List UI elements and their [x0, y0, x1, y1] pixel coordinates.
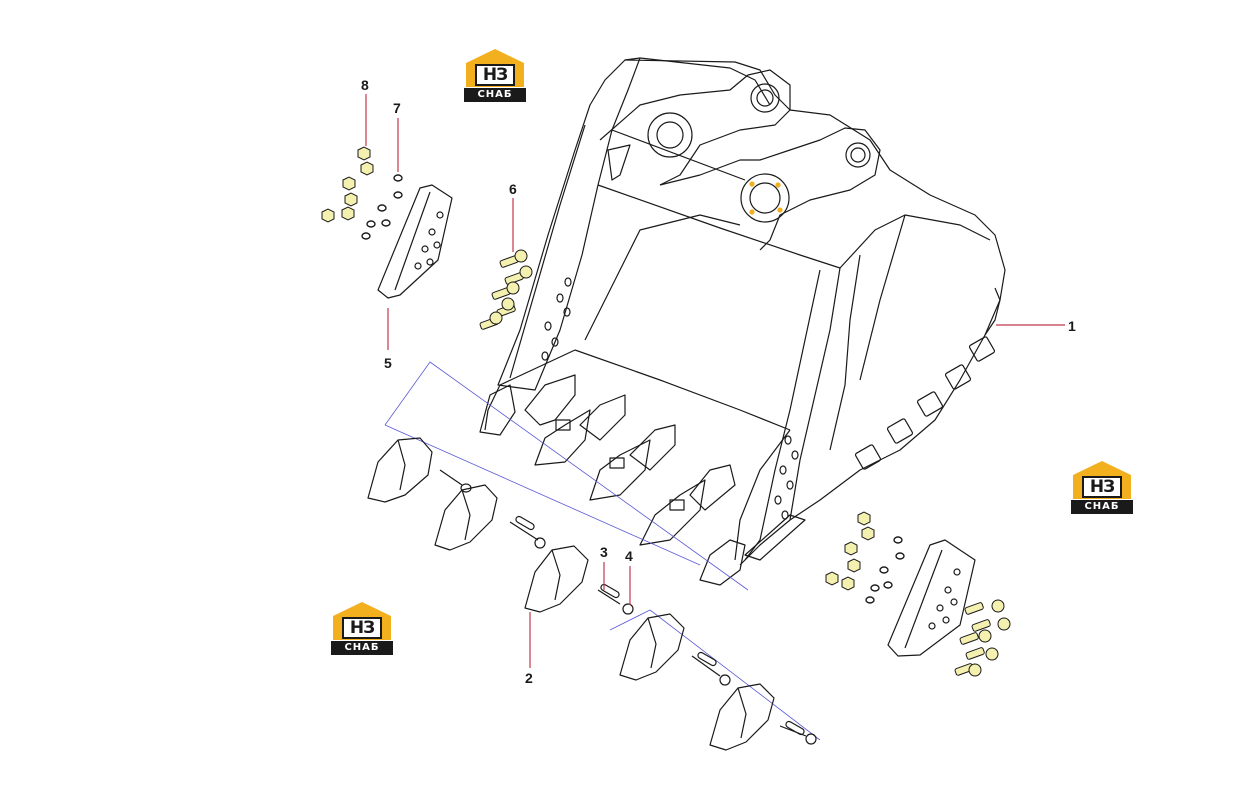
hinge-brackets — [599, 69, 881, 251]
side-cutter-left — [377, 184, 453, 299]
callout-3: 3 — [600, 544, 608, 560]
logo-wordmark: СНАБ — [464, 88, 526, 102]
callout-8: 8 — [361, 77, 369, 93]
logo-wordmark: СНАБ — [331, 641, 393, 655]
callout-4: 4 — [625, 548, 633, 564]
side-wall-holes — [541, 277, 799, 520]
bucket-body — [484, 57, 1006, 566]
watermark-logo-top: НЗ СНАБ — [464, 47, 526, 105]
leader-lines — [365, 94, 1065, 668]
callout-5: 5 — [384, 355, 392, 371]
assembly-axis-lines — [384, 361, 821, 741]
callout-6: 6 — [509, 181, 517, 197]
bucket-teeth — [367, 437, 817, 751]
right-edge-wear-segments — [854, 287, 1001, 470]
watermark-logo-left: НЗ СНАБ — [331, 600, 393, 658]
nuts-item-8 — [321, 146, 875, 591]
logo-wordmark: СНАБ — [1071, 500, 1133, 514]
callout-1: 1 — [1068, 318, 1076, 334]
logo-mark: НЗ — [475, 64, 515, 86]
logo-mark: НЗ — [1082, 476, 1122, 498]
callout-2: 2 — [525, 670, 533, 686]
bolts-item-6 — [479, 249, 1011, 677]
watermark-logo-right: НЗ СНАБ — [1071, 459, 1133, 517]
lip-adapters — [479, 374, 806, 586]
washers-item-7 — [361, 174, 905, 604]
logo-mark: НЗ — [342, 617, 382, 639]
side-cutter-right — [887, 539, 976, 657]
callout-7: 7 — [393, 100, 401, 116]
